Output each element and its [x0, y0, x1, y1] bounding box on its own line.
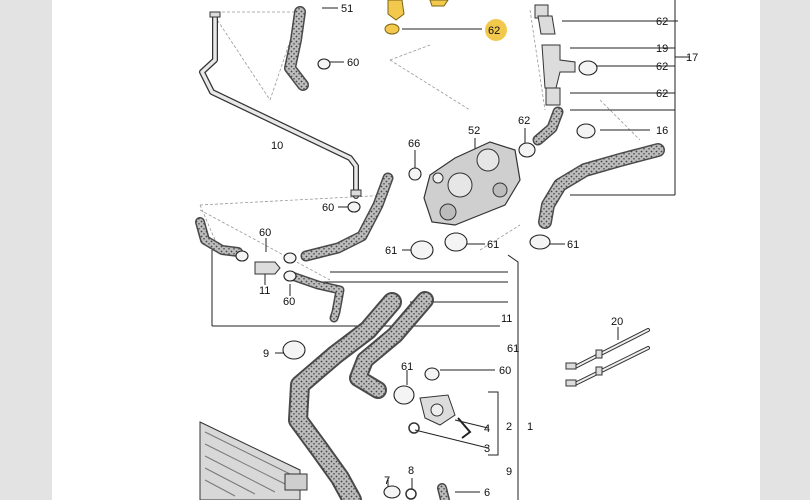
coolant-hoses: [195, 6, 665, 500]
label-19: 19: [656, 43, 668, 55]
label-61-d: 61: [401, 361, 413, 373]
label-9-bottom: 9: [506, 466, 512, 478]
highlighted-fitting-62: [384, 0, 449, 35]
label-4: 4: [484, 423, 490, 435]
label-60-right: 60: [499, 365, 511, 377]
label-62-c: 62: [656, 88, 668, 100]
label-16: 16: [656, 125, 668, 137]
label-6: 6: [484, 487, 490, 499]
radiator: [199, 421, 308, 500]
right-margin: [760, 0, 810, 500]
label-60-top: 60: [347, 57, 359, 69]
label-9-left: 9: [263, 348, 269, 360]
metal-pipe-10: [199, 11, 362, 199]
label-62-b: 62: [656, 61, 668, 73]
label-61-a: 61: [385, 245, 397, 257]
label-62-d: 62: [518, 115, 530, 127]
label-62-highlighted: 62: [488, 25, 500, 37]
callout-circle-62: [485, 19, 507, 41]
left-margin: [0, 0, 52, 500]
label-61-e: 61: [507, 343, 519, 355]
label-60-left: 60: [259, 227, 271, 239]
label-60-low: 60: [283, 296, 295, 308]
label-52: 52: [468, 125, 480, 137]
thermostat-housing-52: [423, 141, 521, 226]
label-11-right: 11: [501, 313, 512, 325]
label-11-left: 11: [259, 285, 270, 297]
label-8: 8: [408, 465, 414, 477]
leader-lines: [211, 0, 690, 500]
label-61-c: 61: [567, 239, 579, 251]
retaining-rods-20: [565, 328, 650, 387]
label-3: 3: [484, 443, 490, 455]
right-column-fittings: [518, 4, 598, 250]
label-66: 66: [408, 138, 420, 150]
label-20: 20: [611, 316, 623, 328]
label-61-b: 61: [487, 239, 499, 251]
small-fittings-left: [235, 58, 472, 500]
label-10: 10: [271, 140, 283, 152]
label-51: 51: [341, 3, 353, 15]
label-17: 17: [686, 52, 698, 64]
label-2: 2: [506, 421, 512, 433]
label-60-mid: 60: [322, 202, 334, 214]
part-labels: 51 60 62 62 19 62 62 16 17 10 66 52 62 6…: [259, 3, 698, 499]
label-7: 7: [384, 475, 390, 487]
label-1: 1: [527, 421, 533, 433]
label-62-a: 62: [656, 16, 668, 28]
